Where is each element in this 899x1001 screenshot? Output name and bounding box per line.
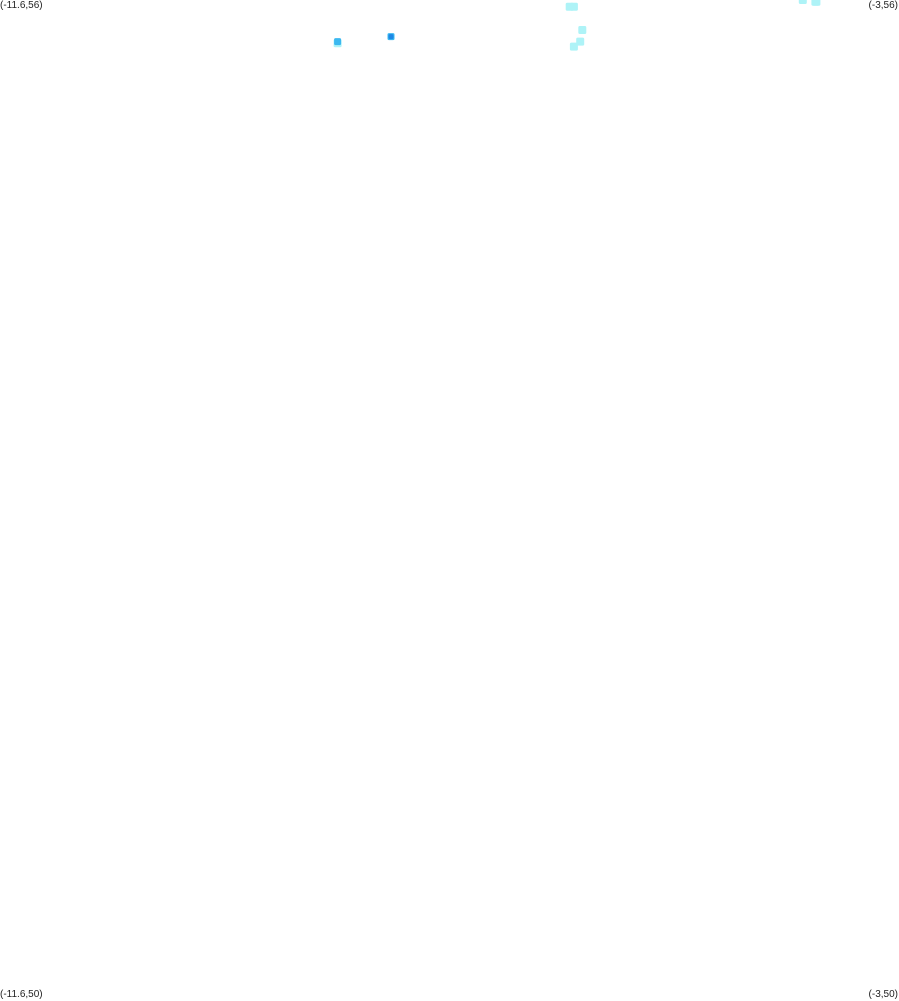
corner-label-bottom-right: (-3,50) bbox=[868, 989, 898, 1000]
map-spot bbox=[569, 42, 578, 51]
corner-label-top-right: (-3,56) bbox=[868, 0, 898, 11]
map-spot bbox=[576, 37, 585, 46]
map-spot bbox=[812, 0, 821, 6]
map-spot bbox=[388, 34, 394, 40]
corner-label-top-left: (-11.6,56) bbox=[0, 0, 43, 11]
map-spot bbox=[569, 2, 578, 11]
map-spot bbox=[334, 38, 342, 46]
corner-label-bottom-left: (-11.6,50) bbox=[0, 989, 43, 1000]
map-spot bbox=[578, 26, 587, 34]
map-spot bbox=[798, 0, 807, 4]
